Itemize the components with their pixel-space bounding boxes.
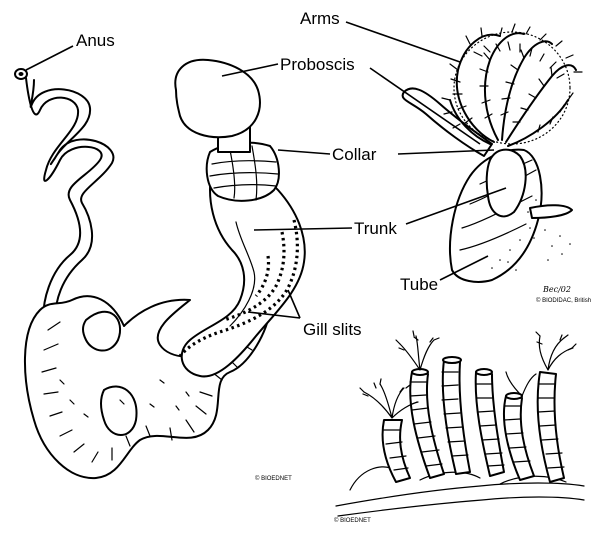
collar-leader-worm xyxy=(278,150,330,154)
label-proboscis: Proboscis xyxy=(280,55,355,74)
pterobranch-credit: © BIODIDAC, British xyxy=(536,297,591,304)
label-tube: Tube xyxy=(400,275,438,294)
colony-tube-2 xyxy=(410,372,444,478)
colony-tube-6 xyxy=(538,372,564,482)
label-anus: Anus xyxy=(76,31,115,50)
gill-slits-leader-1 xyxy=(288,290,300,318)
colony-tube-mouth-4 xyxy=(476,369,492,375)
label-trunk: Trunk xyxy=(354,219,397,238)
colony-tube-5 xyxy=(504,396,534,480)
colony-tube-mouth-3 xyxy=(443,357,461,363)
colony-tube-1 xyxy=(383,420,411,482)
worm-credit: © BIOEDNET xyxy=(255,475,292,482)
colony-tube-3 xyxy=(443,360,470,474)
pterobranch-signature: Bec/02 xyxy=(542,285,571,294)
label-gill-slits: Gill slits xyxy=(303,320,362,339)
arms-leader xyxy=(346,22,460,62)
colony-tube-4 xyxy=(476,372,504,476)
acorn-worm-illustration xyxy=(15,60,305,478)
label-collar: Collar xyxy=(332,145,377,164)
anus-leader xyxy=(26,46,73,70)
pterobranch-colony-illustration: © BIOEDNET xyxy=(334,331,584,524)
label-arms: Arms xyxy=(300,9,340,28)
tube-ledge xyxy=(530,205,572,218)
anus-opening-center xyxy=(19,72,24,76)
colony-credit: © BIOEDNET xyxy=(334,517,371,524)
pterobranch-illustration: Bec/02 © BIODIDAC, British xyxy=(403,24,592,304)
proboscis-pterobranch-leader xyxy=(370,68,480,144)
